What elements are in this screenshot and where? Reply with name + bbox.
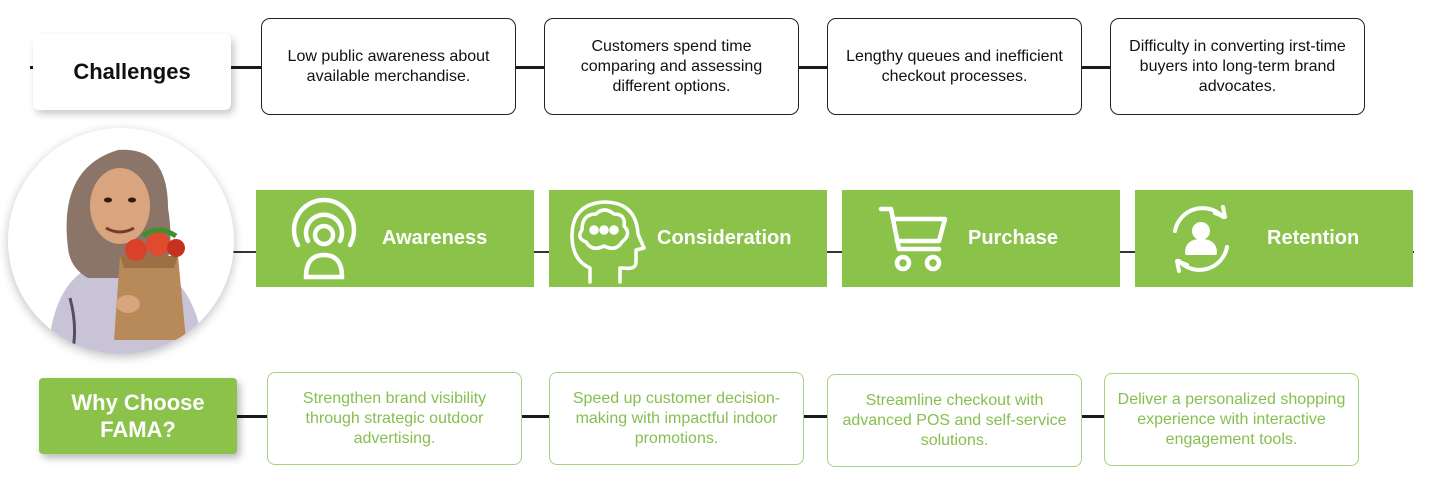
solution-card-2: Speed up customer decision-making with i… xyxy=(549,372,804,465)
challenge-card-1: Low public awareness about available mer… xyxy=(261,18,516,115)
challenge-card-3: Lengthy queues and inefficient checkout … xyxy=(827,18,1082,115)
stage-consideration-label: Consideration xyxy=(657,227,792,249)
shopper-avatar xyxy=(8,128,234,354)
solution-card-4: Deliver a personalized shopping experien… xyxy=(1104,373,1359,466)
stage-consideration: Consideration xyxy=(549,190,827,287)
user-cycle-icon xyxy=(1155,193,1247,285)
why-choose-label: Why Choose FAMA? xyxy=(39,378,237,454)
stage-retention: Retention xyxy=(1135,190,1413,287)
challenges-label: Challenges xyxy=(33,34,231,110)
broadcast-person-icon xyxy=(278,193,370,285)
shopping-cart-icon xyxy=(868,193,960,285)
stage-awareness: Awareness xyxy=(256,190,534,287)
stage-purchase-label: Purchase xyxy=(968,227,1059,249)
thinking-head-icon xyxy=(557,193,649,285)
stage-purchase: Purchase xyxy=(842,190,1120,287)
challenge-card-4: Difficulty in converting irst-time buyer… xyxy=(1110,18,1365,115)
stage-awareness-label: Awareness xyxy=(382,227,488,249)
solution-card-1: Strengthen brand visibility through stra… xyxy=(267,372,522,465)
stage-retention-label: Retention xyxy=(1267,227,1360,249)
shopper-illustration xyxy=(48,149,204,354)
solution-card-3: Streamline checkout with advanced POS an… xyxy=(827,374,1082,467)
challenge-card-2: Customers spend time comparing and asses… xyxy=(544,18,799,115)
